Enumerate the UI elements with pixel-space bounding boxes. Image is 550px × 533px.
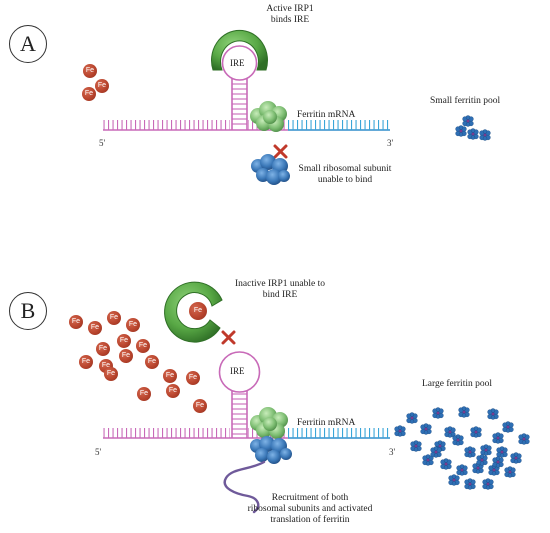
ferritin-protein-icon	[504, 466, 516, 478]
ferritin-protein-icon	[440, 458, 452, 470]
three-prime-end-a: 3'	[387, 138, 394, 148]
ferritin-mrna-label-b: Ferritin mRNA	[297, 418, 356, 428]
small-ribosomal-subunit-b	[250, 436, 292, 464]
iron-ion: Fe	[163, 369, 177, 383]
iron-ion: Fe	[83, 64, 97, 78]
small-ribosomal-subunit-a	[251, 154, 290, 185]
panel-label-b: B	[9, 292, 47, 330]
iron-ion: Fe	[69, 315, 83, 329]
ferritin-protein-icon	[487, 408, 499, 420]
iron-ion: Fe	[79, 355, 93, 369]
ferritin-protein-icon	[394, 425, 406, 437]
block-x-mark-b	[221, 330, 236, 345]
ire-hairpin-a	[221, 45, 258, 130]
ire-label-a: IRE	[230, 58, 245, 68]
recruitment-label: Recruitment of both ribosomal subunits a…	[247, 493, 373, 525]
inactive-irp1-label: Inactive IRP1 unable to bind IRE	[235, 279, 325, 300]
iron-ion: Fe	[137, 387, 151, 401]
ferritin-protein-icon	[492, 432, 504, 444]
ferritin-protein-icon	[452, 434, 464, 446]
ferritin-protein-icon	[456, 464, 468, 476]
block-x-mark-a	[273, 144, 288, 159]
ferritin-protein-icon	[510, 452, 522, 464]
ferritin-protein-icon	[476, 454, 488, 466]
ferritin-mrna-label-a: Ferritin mRNA	[297, 110, 356, 120]
inactive-irp1-protein	[164, 281, 223, 343]
ferritin-protein-icon	[458, 406, 470, 418]
ferritin-protein-icon	[410, 440, 422, 452]
ferritin-protein-icon	[479, 129, 491, 141]
ferritin-protein-icon	[462, 115, 474, 127]
nascent-peptide-strand	[223, 460, 266, 514]
iron-ion: Fe	[126, 318, 140, 332]
ferritin-protein-icon	[482, 478, 494, 490]
panel-label-a: A	[9, 25, 47, 63]
iron-ion-bound: Fe	[189, 302, 207, 320]
ferritin-protein-icon	[422, 454, 434, 466]
active-irp1-protein	[211, 29, 268, 71]
ferritin-protein-icon	[464, 446, 476, 458]
ferritin-protein-icon	[470, 426, 482, 438]
ferritin-protein-icon	[448, 474, 460, 486]
iron-ion: Fe	[136, 339, 150, 353]
three-prime-end-b: 3'	[389, 447, 396, 457]
small-ferritin-pool-label: Small ferritin pool	[430, 96, 501, 106]
panel-a	[103, 29, 491, 185]
iron-ion: Fe	[88, 321, 102, 335]
large-ferritin-pool-label: Large ferritin pool	[422, 379, 492, 389]
iron-ion: Fe	[186, 371, 200, 385]
ferritin-protein-icon	[518, 433, 530, 445]
large-ribosomal-subunit-a	[250, 101, 287, 132]
ferritin-protein-icon	[432, 407, 444, 419]
iron-ion: Fe	[166, 384, 180, 398]
small-ferritin-pool	[455, 115, 491, 141]
small-subunit-unable-label: Small ribosomal subunit unable to bind	[298, 164, 392, 185]
iron-ion: Fe	[107, 311, 121, 325]
ferritin-protein-icon	[430, 446, 442, 458]
ferritin-protein-icon	[467, 128, 479, 140]
iron-ion: Fe	[119, 349, 133, 363]
ferritin-protein-icon	[420, 423, 432, 435]
iron-ion: Fe	[82, 87, 96, 101]
iron-ion: Fe	[145, 355, 159, 369]
iron-ion: Fe	[193, 399, 207, 413]
active-irp1-label: Active IRP1 binds IRE	[266, 4, 314, 25]
iron-ion: Fe	[95, 79, 109, 93]
iron-ion: Fe	[117, 334, 131, 348]
ferritin-protein-icon	[502, 421, 514, 433]
iron-ion: Fe	[104, 367, 118, 381]
five-prime-end-b: 5'	[95, 447, 102, 457]
ferritin-protein-icon	[406, 412, 418, 424]
ferritin-protein-icon	[480, 444, 492, 456]
ferritin-protein-icon	[455, 125, 467, 137]
five-prime-end-a: 5'	[99, 138, 106, 148]
large-ferritin-pool	[394, 406, 530, 490]
ire-hairpin-b	[218, 351, 261, 438]
ferritin-protein-icon	[464, 478, 476, 490]
large-ribosomal-subunit-b	[250, 407, 288, 439]
iron-ion: Fe	[96, 342, 110, 356]
ire-label-b: IRE	[230, 366, 245, 376]
panel-b	[103, 281, 530, 514]
ferritin-protein-icon	[492, 456, 504, 468]
ferritin-protein-icon	[496, 446, 508, 458]
